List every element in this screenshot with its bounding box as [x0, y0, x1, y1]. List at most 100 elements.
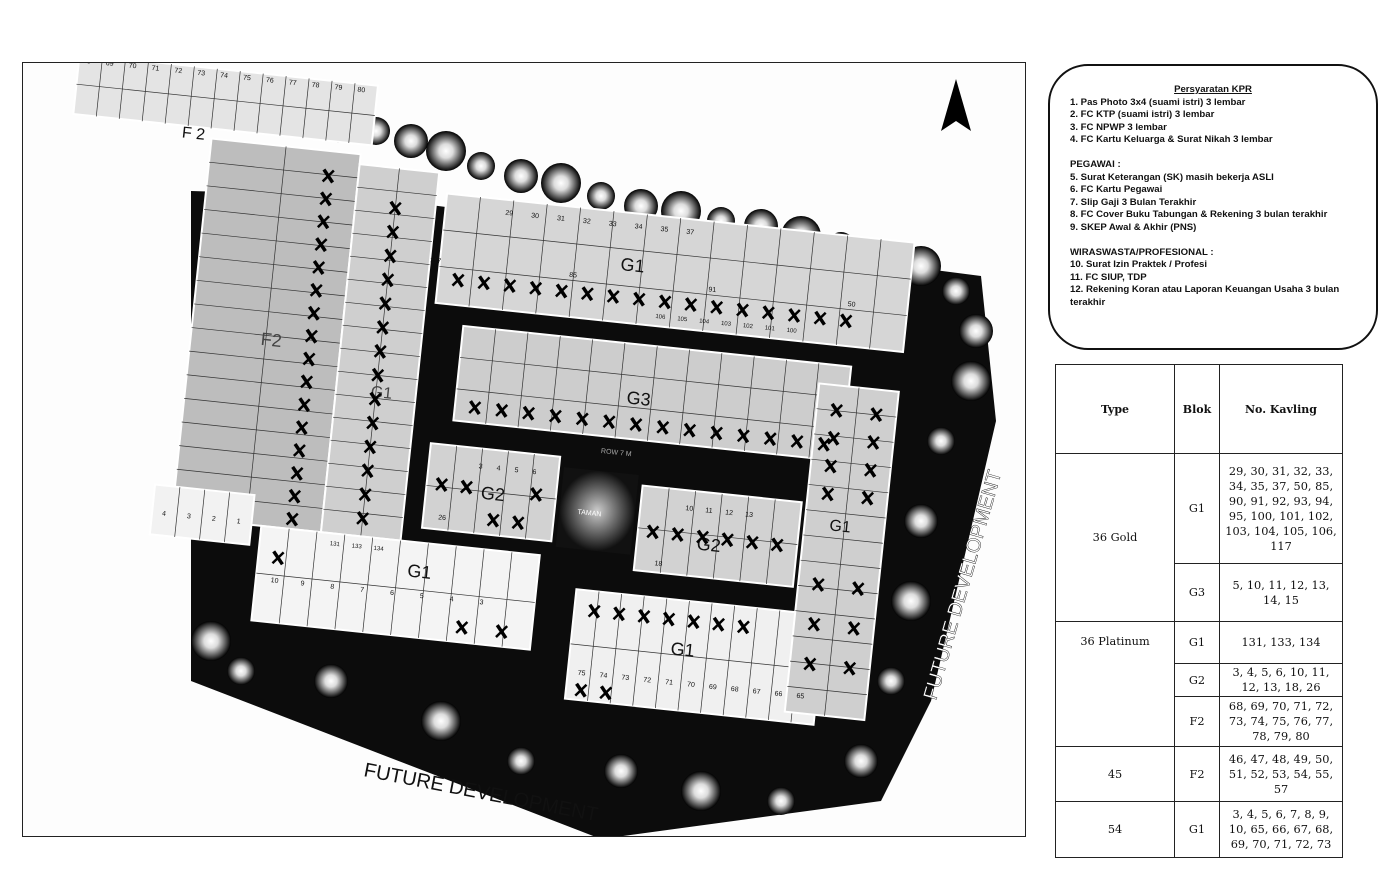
sold-x-mark [295, 420, 309, 436]
sold-x-mark [580, 286, 594, 302]
x-stroke [863, 463, 877, 477]
cell-kavling: 131, 133, 134 [1219, 621, 1343, 664]
lot-number: 131 [329, 541, 340, 548]
x-stroke [602, 415, 616, 429]
x-stroke [361, 464, 375, 478]
lot-number: 117 [430, 257, 442, 265]
sold-x-mark [495, 624, 509, 640]
block-label: G1 [406, 560, 432, 582]
lot-divider [835, 235, 849, 346]
wiraswasta-heading: WIRASWASTA/PROFESIONAL : [1070, 246, 1214, 258]
sold-x-mark [646, 524, 660, 540]
x-stroke [316, 215, 330, 229]
lot-divider [802, 232, 815, 342]
lot-number: 65 [796, 693, 805, 701]
sold-x-mark [710, 299, 724, 315]
road-label: ROW 7 M [601, 448, 632, 458]
x-stroke [381, 273, 395, 287]
lot-number: 7 [360, 587, 365, 594]
cell-kavling: 46, 47, 48, 49, 50, 51, 52, 53, 54, 55, … [1219, 746, 1343, 802]
sold-x-mark [358, 487, 372, 503]
table-row: G2 3, 4, 5, 6, 10, 11, 12, 13, 18, 26 [1056, 663, 1343, 697]
lot-number: 3 [479, 599, 484, 606]
x-stroke [830, 404, 844, 417]
lot-number: 80 [357, 87, 366, 95]
sold-x-mark [736, 302, 749, 318]
lot-number: 33 [608, 221, 617, 229]
x-stroke [529, 281, 543, 295]
lot-number: 3 [478, 463, 483, 470]
lot-divider [176, 468, 326, 486]
x-stroke [710, 300, 724, 314]
header-blok: Blok [1174, 364, 1220, 454]
lot-divider [357, 186, 437, 196]
x-stroke [632, 292, 646, 306]
block-label: G2 [480, 483, 506, 505]
sold-x-mark [529, 486, 543, 502]
lot-number: 134 [373, 546, 384, 553]
lot-divider [328, 462, 408, 472]
x-stroke [290, 467, 304, 480]
x-stroke [687, 615, 701, 628]
sold-x-mark [361, 463, 375, 479]
sold-x-mark [503, 278, 517, 294]
sold-x-mark [847, 620, 861, 636]
lot-divider [352, 232, 433, 242]
lot-divider [345, 301, 425, 311]
tree-icon [927, 427, 955, 455]
x-stroke [292, 444, 306, 457]
lot-divider [811, 458, 891, 468]
x-stroke [787, 309, 801, 322]
tree-icon [426, 131, 466, 171]
x-stroke [637, 610, 651, 623]
sold-x-mark [381, 272, 395, 288]
lot-number: 4 [449, 596, 454, 603]
lot-divider [803, 534, 883, 544]
sold-x-mark [637, 608, 651, 624]
cell-blok: G1 [1174, 621, 1220, 664]
sold-x-mark [736, 428, 750, 444]
x-stroke [811, 578, 825, 591]
lot-number: 68 [730, 686, 739, 694]
lot-divider [443, 229, 911, 280]
sold-x-mark [683, 422, 697, 438]
lot-divider [206, 185, 356, 202]
sold-x-mark [817, 436, 831, 452]
sold-x-mark [763, 431, 777, 447]
sold-x-mark [285, 511, 299, 527]
x-stroke [803, 657, 817, 671]
x-stroke [575, 412, 589, 426]
tree-icon [421, 701, 461, 741]
lot-divider [646, 346, 658, 441]
tree-icon [904, 504, 938, 538]
lot-divider [792, 635, 873, 645]
lot-number: 71 [665, 679, 674, 687]
lot-number: 34 [634, 223, 643, 231]
x-stroke [468, 401, 482, 414]
lot-divider [201, 232, 351, 250]
tree-icon [681, 771, 721, 811]
x-stroke [460, 480, 473, 494]
sold-x-mark [770, 537, 784, 553]
lot-divider [813, 433, 894, 443]
sold-x-mark [307, 305, 321, 321]
sold-x-mark [290, 465, 304, 481]
requirement-item: 1. Pas Photo 3x4 (suami istri) 3 lembar [1070, 96, 1246, 108]
x-stroke [378, 297, 392, 310]
tree-icon [604, 754, 638, 788]
sold-x-mark [696, 529, 710, 545]
x-stroke [869, 408, 883, 421]
lot-number: 8 [330, 583, 335, 590]
x-stroke [383, 249, 397, 263]
block-f2-corner [148, 483, 256, 546]
north-arrow-icon [941, 79, 971, 131]
sold-x-mark [807, 616, 821, 632]
x-stroke [807, 617, 821, 631]
x-stroke [307, 306, 321, 320]
lot-divider [790, 660, 870, 670]
lot-divider [808, 363, 820, 458]
x-stroke [302, 352, 316, 366]
lot-number: 101 [764, 325, 775, 332]
table-row: 54 G1 3, 4, 5, 6, 7, 8, 9, 10, 65, 66, 6… [1055, 801, 1343, 858]
x-stroke [376, 321, 390, 334]
